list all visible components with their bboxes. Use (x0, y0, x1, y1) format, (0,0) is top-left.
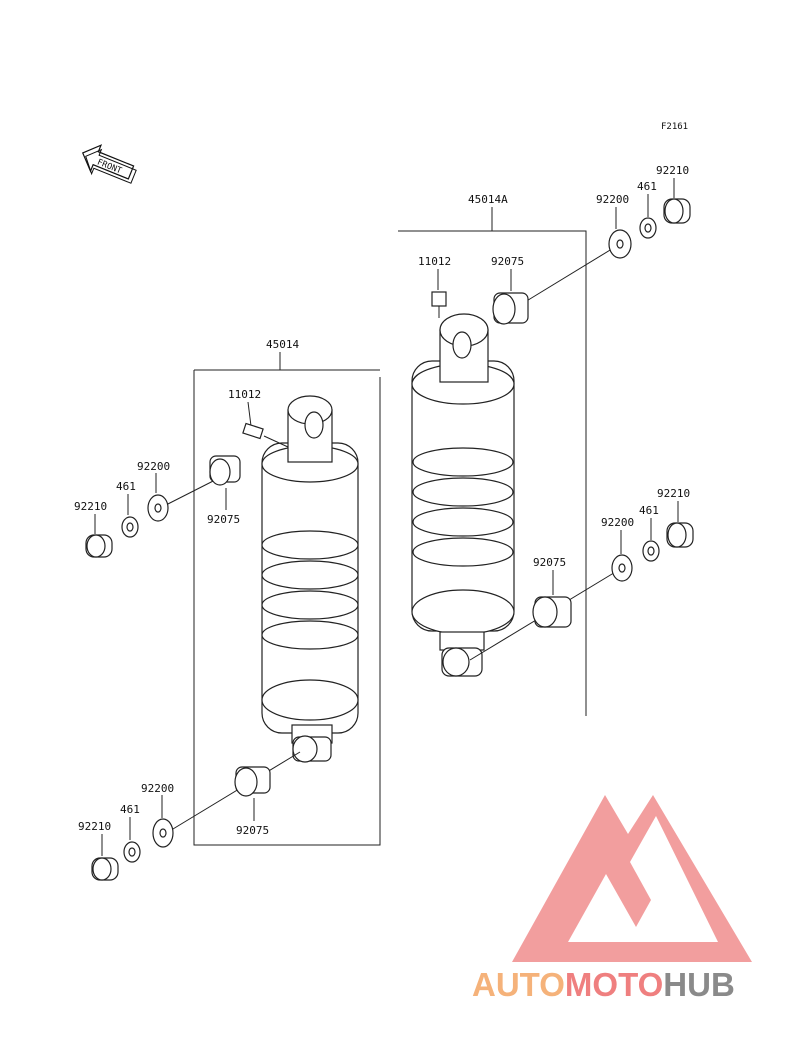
right-upper-washer-label: 92200 (596, 193, 629, 206)
left-upper-washer-label: 92200 (137, 460, 170, 473)
watermark-moto: MOTO (565, 966, 663, 1003)
left-upper-spacer-icon (121, 516, 139, 538)
right-upper-nut-label: 92210 (656, 164, 689, 177)
watermark-hub: HUB (663, 966, 735, 1003)
right-upper-washer-icon (608, 229, 632, 259)
right-lower-nut-label: 92210 (657, 487, 690, 500)
left-lower-spacer-icon (123, 841, 141, 863)
right-assembly: 45014A 11012 (398, 164, 694, 716)
left-lower-bushing-icon (234, 766, 271, 797)
automotohub-logo-icon (512, 795, 752, 962)
left-lower-nut-label: 92210 (78, 820, 111, 833)
right-upper-bushing-label: 92075 (491, 255, 524, 268)
watermark-text: AUTOMOTOHUB (472, 966, 735, 1003)
left-grease-nipple-label: 11012 (228, 388, 261, 401)
left-upper-bushing-icon (209, 455, 241, 486)
figure-code: F2161 (661, 122, 688, 132)
right-lower-spacer-label: 461 (639, 504, 659, 517)
left-upper-nut-icon (85, 534, 113, 558)
left-assembly: 45014 11012 (74, 338, 381, 881)
right-upper-bushing-icon (492, 292, 529, 325)
left-upper-nut-label: 92210 (74, 500, 107, 513)
left-shock-absorber (261, 395, 359, 763)
left-lower-washer-icon (152, 818, 174, 848)
left-lower-washer-label: 92200 (141, 782, 174, 795)
right-grease-nipple-icon (431, 291, 447, 318)
left-grease-nipple-icon (242, 422, 289, 448)
left-upper-bushing-label: 92075 (207, 513, 240, 526)
watermark-auto: AUTO (472, 966, 565, 1003)
left-upper-spacer-label: 461 (116, 480, 136, 493)
right-upper-spacer-icon (639, 217, 657, 239)
right-assembly-bracket (398, 230, 587, 716)
right-upper-spacer-label: 461 (637, 180, 657, 193)
right-lower-bushing-icon (532, 596, 572, 628)
right-lower-spacer-icon (642, 540, 660, 562)
left-lower-spacer-label: 461 (120, 803, 140, 816)
right-lower-bushing-label: 92075 (533, 556, 566, 569)
right-shock-absorber (411, 313, 515, 677)
right-assembly-number: 45014A (468, 193, 508, 206)
left-lower-bushing-label: 92075 (236, 824, 269, 837)
left-lower-nut-icon (91, 857, 119, 881)
right-grease-nipple-label: 11012 (418, 255, 451, 268)
right-lower-washer-label: 92200 (601, 516, 634, 529)
right-lower-washer-icon (611, 554, 633, 582)
right-lower-nut-icon (666, 522, 694, 548)
left-assembly-bracket (193, 377, 381, 846)
left-assembly-number: 45014 (266, 338, 299, 351)
right-upper-nut-icon (663, 198, 691, 224)
left-upper-washer-icon (147, 494, 169, 522)
front-arrow-icon: FRONT (81, 144, 137, 184)
